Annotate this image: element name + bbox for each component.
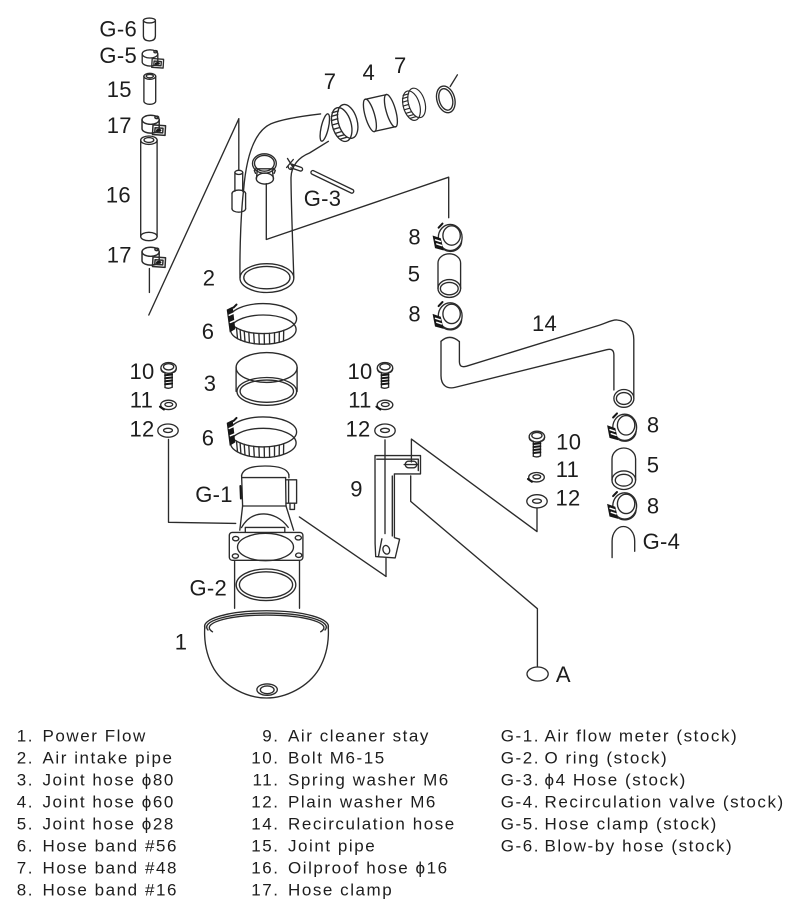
svg-text:2: 2: [203, 266, 216, 291]
svg-text:Power Flow: Power Flow: [43, 727, 147, 746]
svg-text:Hose clamp: Hose clamp: [288, 881, 393, 900]
svg-text:17: 17: [107, 113, 132, 138]
svg-text:15: 15: [107, 77, 132, 102]
svg-text:O ring (stock): O ring (stock): [545, 749, 669, 768]
svg-text:G-6: G-6: [99, 16, 137, 41]
svg-text:Spring washer M6: Spring washer M6: [288, 771, 450, 790]
svg-text:G-6.: G-6.: [501, 837, 540, 856]
svg-text:5.: 5.: [17, 815, 34, 834]
svg-text:10: 10: [129, 359, 154, 384]
svg-text:1: 1: [175, 630, 188, 655]
svg-text:3.: 3.: [17, 771, 34, 790]
svg-text:4: 4: [363, 60, 376, 85]
svg-text:Hose band #48: Hose band #48: [43, 859, 178, 878]
svg-text:14.: 14.: [251, 815, 279, 834]
svg-text:Hose clamp (stock): Hose clamp (stock): [545, 815, 718, 834]
svg-text:12.: 12.: [251, 793, 279, 812]
svg-text:G-4: G-4: [643, 529, 681, 554]
svg-text:14: 14: [532, 311, 557, 336]
svg-text:4.: 4.: [17, 793, 34, 812]
svg-text:G-5.: G-5.: [501, 815, 540, 834]
svg-text:Joint hose ϕ60: Joint hose ϕ60: [43, 793, 175, 812]
svg-text:Air cleaner stay: Air cleaner stay: [288, 727, 430, 746]
svg-text:8: 8: [408, 225, 421, 250]
svg-text:17: 17: [107, 242, 132, 267]
svg-text:G-3: G-3: [304, 186, 342, 211]
svg-text:12: 12: [129, 417, 154, 442]
svg-text:17.: 17.: [251, 881, 279, 900]
svg-text:Recirculation hose: Recirculation hose: [288, 815, 456, 834]
svg-text:5: 5: [647, 453, 660, 478]
svg-text:Air flow meter (stock): Air flow meter (stock): [545, 727, 739, 746]
svg-text:G-1: G-1: [195, 482, 233, 507]
svg-text:Joint hose ϕ80: Joint hose ϕ80: [43, 771, 175, 790]
svg-text:16: 16: [106, 183, 131, 208]
svg-text:7: 7: [324, 69, 337, 94]
svg-text:G-5: G-5: [99, 43, 137, 68]
svg-text:9: 9: [350, 476, 363, 501]
svg-text:15.: 15.: [251, 837, 279, 856]
svg-text:7: 7: [394, 53, 407, 78]
svg-text:11: 11: [556, 457, 579, 482]
svg-text:Oilproof hose ϕ16: Oilproof hose ϕ16: [288, 859, 449, 878]
svg-text:5: 5: [408, 262, 421, 287]
svg-text:Joint pipe: Joint pipe: [288, 837, 376, 856]
svg-text:Blow-by hose (stock): Blow-by hose (stock): [545, 837, 734, 856]
svg-text:A: A: [556, 662, 571, 687]
svg-text:11.: 11.: [252, 771, 279, 790]
svg-text:8: 8: [647, 494, 660, 519]
svg-text:6: 6: [202, 319, 215, 344]
svg-text:G-3.: G-3.: [501, 771, 540, 790]
svg-text:G-4.: G-4.: [501, 793, 540, 812]
svg-text:ϕ4 Hose (stock): ϕ4 Hose (stock): [545, 771, 687, 790]
svg-text:G-2: G-2: [190, 575, 228, 600]
svg-text:6.: 6.: [17, 837, 34, 856]
svg-text:3: 3: [204, 371, 217, 396]
svg-text:Recirculation valve (stock): Recirculation valve (stock): [545, 793, 785, 812]
svg-text:Hose band #16: Hose band #16: [43, 881, 178, 900]
svg-text:16.: 16.: [251, 859, 279, 878]
svg-text:11: 11: [130, 388, 153, 413]
svg-text:7.: 7.: [17, 859, 34, 878]
svg-text:Joint hose ϕ28: Joint hose ϕ28: [43, 815, 175, 834]
svg-text:6: 6: [202, 426, 215, 451]
svg-text:G-2.: G-2.: [501, 749, 540, 768]
svg-text:8.: 8.: [17, 881, 34, 900]
svg-text:Bolt M6-15: Bolt M6-15: [288, 749, 386, 768]
svg-text:G-1.: G-1.: [501, 727, 540, 746]
svg-text:Air intake pipe: Air intake pipe: [43, 749, 174, 768]
svg-text:12: 12: [555, 486, 580, 511]
svg-text:10: 10: [347, 359, 372, 384]
svg-text:8: 8: [408, 302, 421, 327]
svg-text:2.: 2.: [17, 749, 34, 768]
svg-text:Plain washer M6: Plain washer M6: [288, 793, 437, 812]
svg-text:1.: 1.: [17, 727, 34, 746]
svg-text:12: 12: [345, 417, 370, 442]
svg-text:9.: 9.: [262, 727, 279, 746]
svg-text:10.: 10.: [251, 749, 279, 768]
svg-text:10: 10: [556, 430, 581, 455]
svg-text:8: 8: [647, 413, 660, 438]
svg-text:Hose band #56: Hose band #56: [43, 837, 178, 856]
svg-text:11: 11: [348, 388, 371, 413]
